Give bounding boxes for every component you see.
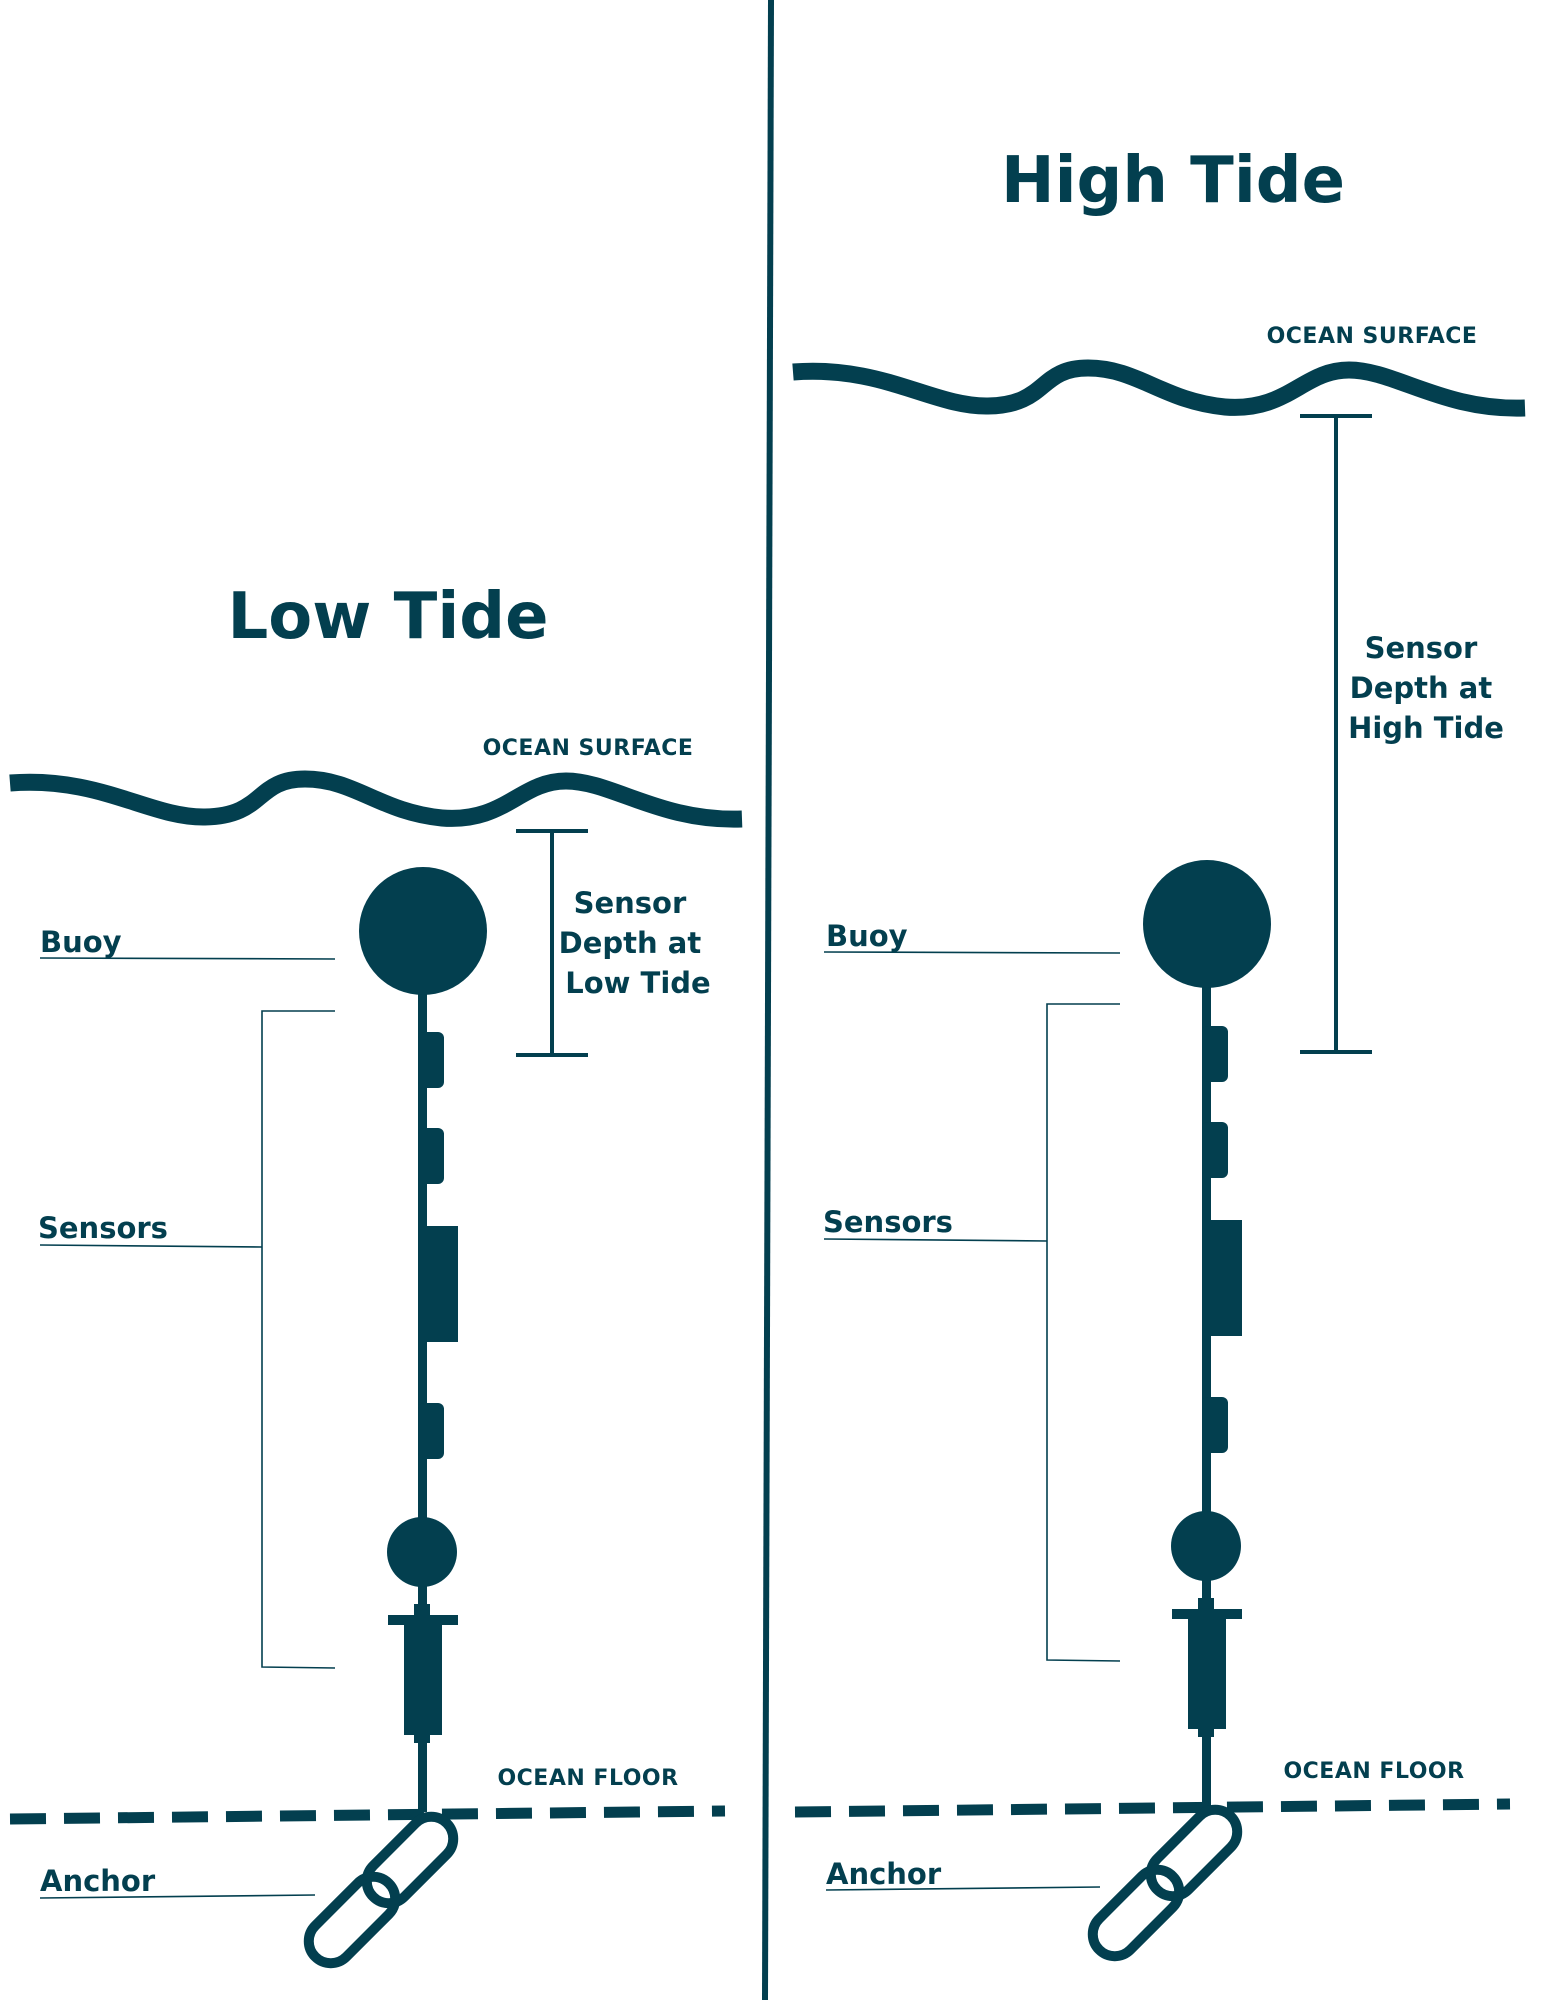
low-release-stem [414, 1604, 430, 1618]
high-anchor-chain-icon [1087, 1804, 1243, 1962]
low-depth-label: Sensor Depth at Low Tide [559, 886, 712, 1000]
high-sensor-3-icon [1202, 1220, 1242, 1336]
low-mooring-line [418, 960, 427, 1812]
high-buoy-icon [1143, 860, 1271, 988]
high-depth-label-line-3: High Tide [1348, 711, 1504, 745]
low-release-foot [414, 1733, 430, 1743]
high-release-foot [1198, 1727, 1214, 1737]
high-release-crossbar [1172, 1609, 1242, 1619]
panel-divider [762, 0, 774, 2000]
low-sensor-3-icon [418, 1226, 458, 1342]
low-leader-lines [39, 957, 336, 1899]
low-depth-bracket [516, 829, 588, 1057]
high-sensors-label: Sensors [823, 1205, 953, 1239]
high-depth-label-line-2: Depth at [1350, 671, 1493, 705]
low-tide-title: Low Tide [228, 580, 549, 654]
low-depth-label-line-3: Low Tide [565, 966, 710, 1000]
high-buoy-label: Buoy [826, 919, 908, 953]
low-ocean-surface-label: OCEAN SURFACE [483, 736, 694, 761]
low-depth-label-line-1: Sensor [574, 886, 687, 920]
high-depth-label-line-1: Sensor [1365, 631, 1478, 665]
high-sensor-4-icon [1202, 1397, 1228, 1453]
low-depth-label-line-2: Depth at [559, 926, 702, 960]
low-ocean-surface-wave [9, 770, 743, 828]
high-tide-panel: High Tide OCEAN SURFACE Sensor Depth at … [792, 144, 1526, 1962]
high-tide-title: High Tide [1001, 144, 1345, 218]
high-release-stem [1198, 1598, 1214, 1612]
high-depth-label: Sensor Depth at High Tide [1348, 631, 1504, 745]
high-mooring-line [1202, 954, 1211, 1806]
high-float-icon [1171, 1511, 1241, 1581]
low-sensor-1-icon [418, 1032, 444, 1088]
low-float-icon [387, 1517, 457, 1587]
high-ocean-surface-label: OCEAN SURFACE [1267, 324, 1478, 349]
low-anchor-chain-icon [303, 1811, 459, 1969]
low-sensor-2-icon [418, 1128, 444, 1184]
high-ocean-surface-wave [792, 359, 1526, 417]
low-ocean-floor-label: OCEAN FLOOR [497, 1766, 678, 1791]
high-sensor-2-icon [1202, 1122, 1228, 1178]
low-anchor-label: Anchor [40, 1864, 156, 1898]
low-ocean-floor-line [9, 1805, 726, 1825]
low-sensors-label: Sensors [38, 1211, 168, 1245]
low-acoustic-release-icon [404, 1623, 442, 1735]
high-anchor-label: Anchor [826, 1857, 942, 1891]
low-buoy-label: Buoy [40, 925, 122, 959]
low-tide-panel: Low Tide OCEAN SURFACE Sensor Depth at L… [9, 580, 743, 1969]
high-ocean-floor-line [794, 1798, 1511, 1818]
high-sensor-1-icon [1202, 1026, 1228, 1082]
high-depth-bracket [1300, 414, 1372, 1054]
low-release-crossbar [388, 1615, 458, 1625]
low-buoy-icon [359, 867, 487, 995]
high-ocean-floor-label: OCEAN FLOOR [1283, 1759, 1464, 1784]
low-sensor-4-icon [418, 1403, 444, 1459]
high-leader-lines [823, 951, 1121, 1891]
high-acoustic-release-icon [1188, 1617, 1226, 1729]
